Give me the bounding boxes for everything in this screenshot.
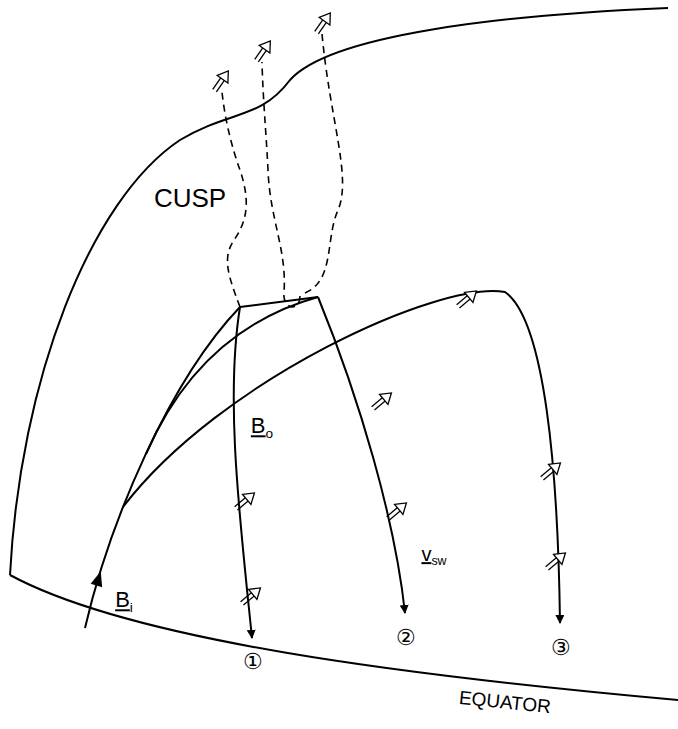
open-field-line [262,62,300,307]
flow-arrows [209,9,569,608]
inner-field-line [85,307,240,628]
flow-arrow [238,583,265,608]
region-label: EQUATOR [458,688,552,717]
open-field-line [305,34,343,293]
equator-line [10,575,678,700]
flow-arrow [543,548,570,573]
flow-arrow [232,488,259,513]
cusp-boundary [10,8,668,575]
field-top-segment [240,297,318,307]
vector-subscript: o [266,426,274,441]
velocity-label: vsw [421,544,446,568]
field-line-3 [123,291,560,623]
vector-symbol: B [251,413,266,438]
flow-arrow [538,458,565,483]
vector-symbol: v [421,543,431,565]
field-label: Bo [251,415,273,440]
callout-number: ③ [551,637,571,659]
region-label: CUSP [154,185,226,211]
flow-arrow [311,9,335,36]
field-line-1 [234,307,252,638]
vector-subscript: i [130,600,133,615]
flow-arrow [369,388,396,413]
flow-arrow [454,286,481,311]
field-arc [146,297,318,454]
callout-number: ① [243,651,263,673]
vector-symbol: B [115,587,130,612]
field-direction-arrow [91,570,107,588]
vector-subscript: sw [431,554,446,568]
flow-arrow [209,67,233,94]
flow-arrow [384,498,411,523]
flow-arrow [251,37,275,64]
field-label: Bi [115,589,133,614]
callout-number: ② [396,627,416,649]
